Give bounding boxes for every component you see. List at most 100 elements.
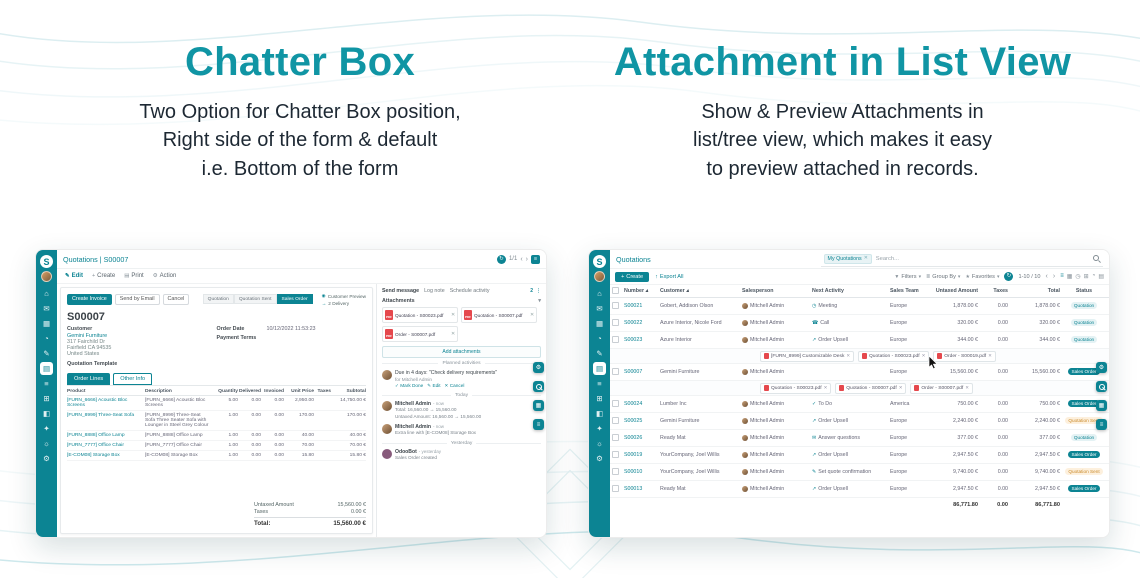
order-line-row[interactable]: [FURN_7777] Office Chair [FURN_7777] Off… xyxy=(67,441,366,451)
sidebar-menu-icon[interactable]: ⊞ xyxy=(596,394,603,403)
tab-order-lines[interactable]: Order Lines xyxy=(67,372,111,385)
log-note-button[interactable]: Log note xyxy=(424,288,445,294)
sidebar-menu-icon[interactable]: ◔ xyxy=(44,334,49,343)
quotation-number[interactable]: S00021 xyxy=(624,303,643,309)
pager-next-icon[interactable]: › xyxy=(1052,273,1056,280)
create-invoice-button[interactable]: Create Invoice xyxy=(67,293,112,305)
attachment-item[interactable]: Quotation - S00007.pdf ✕ xyxy=(461,307,537,323)
sidebar-menu-icon[interactable]: ✎ xyxy=(43,349,50,358)
col-invoiced[interactable]: Invoiced xyxy=(264,388,284,394)
product-cell[interactable]: [FURN_6666] Acoustic Bloc Screens xyxy=(67,398,128,408)
sidebar-menu-icon[interactable]: ◧ xyxy=(42,409,51,418)
select-all-checkbox[interactable] xyxy=(610,287,622,296)
row-checkbox[interactable] xyxy=(610,302,622,311)
activity-cell[interactable]: Set quote confirmation xyxy=(818,469,872,475)
order-line-row[interactable]: [E-COM08] Storage Box [E-COM08] Storage … xyxy=(67,451,366,461)
quotation-row[interactable]: S00023 Azure Interior Mitchell Admin ↗Or… xyxy=(610,332,1109,349)
quotation-row[interactable]: S00022 Azure Interior, Nicole Ford Mitch… xyxy=(610,315,1109,332)
col-next-activity[interactable]: Next Activity xyxy=(812,288,844,294)
col-quantity[interactable]: Quantity xyxy=(218,388,238,394)
remove-attachment-icon[interactable] xyxy=(846,353,850,359)
export-all-button[interactable]: ↑Export All xyxy=(655,274,683,280)
quotation-number[interactable]: S00010 xyxy=(624,469,643,475)
quotation-row[interactable]: S00013 Ready Mat Mitchell Admin ↗Order U… xyxy=(610,481,1109,498)
activity-edit-button[interactable]: ✎ Edit xyxy=(427,383,440,389)
quotation-number[interactable]: S00023 xyxy=(624,337,643,343)
row-checkbox[interactable] xyxy=(610,417,622,426)
attachment-chip[interactable]: Order - S00019.pdf xyxy=(933,350,996,362)
search-button[interactable] xyxy=(533,381,544,392)
sidebar-menu-icon[interactable]: ◧ xyxy=(595,409,604,418)
quotation-row[interactable]: S00024 Lumber Inc Mitchell Admin ✓To Do … xyxy=(610,396,1109,413)
panel-toggle-button[interactable]: ≡ xyxy=(531,254,540,264)
schedule-activity-button[interactable]: Schedule activity xyxy=(449,288,490,294)
sidebar-menu-icon[interactable]: ☼ xyxy=(596,439,603,448)
send-message-button[interactable]: Send message xyxy=(382,288,420,294)
quotation-row[interactable]: S00019 YourCompany, Joel Willis Mitchell… xyxy=(610,447,1109,464)
view-switcher-icon[interactable]: ≡ xyxy=(1060,273,1064,279)
quotation-number[interactable]: S00019 xyxy=(624,452,643,458)
group-by-button[interactable]: ≣Group By▾ xyxy=(926,274,960,280)
quotation-number[interactable]: S00025 xyxy=(624,418,643,424)
activity-icon[interactable]: ✎ xyxy=(812,469,817,475)
row-checkbox[interactable] xyxy=(610,485,622,494)
col-taxes[interactable]: Taxes xyxy=(317,388,331,394)
activity-icon[interactable]: ✉ xyxy=(812,435,817,441)
sidebar-menu-icon[interactable]: ⌂ xyxy=(597,289,602,298)
print-button[interactable]: ▤Print xyxy=(124,273,144,279)
search-facet[interactable]: My Quotations✕ xyxy=(823,253,872,264)
col-subtotal[interactable]: Subtotal xyxy=(346,388,366,394)
attachment-chip[interactable]: Quotation - S00007.pdf xyxy=(835,382,907,394)
remove-attachment-icon[interactable] xyxy=(988,353,992,359)
menu-button[interactable]: ≡ xyxy=(533,419,544,430)
col-taxes[interactable]: Taxes xyxy=(993,288,1008,294)
activity-icon[interactable]: ↗ xyxy=(812,486,817,492)
pager-prev-icon[interactable]: ‹ xyxy=(1045,273,1048,280)
settings-button[interactable]: ⚙ xyxy=(1096,362,1107,373)
attachment-chip[interactable]: [FURN_8999] Customizable Desk xyxy=(760,350,854,362)
col-delivered[interactable]: Delivered xyxy=(238,388,261,394)
row-checkbox[interactable] xyxy=(610,451,622,460)
col-number[interactable]: Number ▴ xyxy=(624,288,649,294)
row-checkbox[interactable] xyxy=(610,468,622,477)
attachment-chip[interactable]: Order - S00007.pdf xyxy=(910,382,973,394)
sidebar-menu-icon[interactable]: ⚙ xyxy=(43,454,50,463)
sidebar-menu-icon[interactable]: ▦ xyxy=(595,319,604,328)
pager-prev-icon[interactable]: ‹ xyxy=(520,255,523,263)
menu-button[interactable]: ≡ xyxy=(1096,419,1107,430)
filters-button[interactable]: ▼Filters▾ xyxy=(894,274,921,280)
search-button[interactable] xyxy=(1096,381,1107,392)
customer-preview-button[interactable]: ◉Customer Preview xyxy=(322,293,366,299)
activity-icon[interactable]: ↗ xyxy=(812,337,817,343)
sidebar-menu-icon[interactable]: ✉ xyxy=(596,304,603,313)
col-description[interactable]: Description xyxy=(145,388,172,394)
activity-cell[interactable]: Call xyxy=(820,320,830,326)
search-input[interactable]: Search... xyxy=(875,255,899,262)
sidebar-menu-icon[interactable]: ✦ xyxy=(43,424,50,433)
activity-icon[interactable]: ✓ xyxy=(812,401,817,407)
view-switcher-icon[interactable]: ◔ xyxy=(1091,273,1096,279)
facet-close-icon[interactable]: ✕ xyxy=(863,256,868,261)
remove-attachment-icon[interactable] xyxy=(965,385,969,391)
product-cell[interactable]: [FURN_8888] Office Lamp xyxy=(67,433,125,438)
col-customer[interactable]: Customer ▴ xyxy=(660,288,689,294)
view-switcher-icon[interactable]: ◷ xyxy=(1075,274,1081,280)
sidebar-menu-icon[interactable]: ≡ xyxy=(44,379,49,388)
quotation-row[interactable]: S00025 Gemini Furniture Mitchell Admin ↗… xyxy=(610,413,1109,430)
row-checkbox[interactable] xyxy=(610,319,622,328)
action-button[interactable]: ⚙Action xyxy=(153,273,177,279)
quotation-row[interactable]: S00021 Gobert, Addison Olson Mitchell Ad… xyxy=(610,298,1109,315)
attachment-item[interactable]: Order - S00007.pdf ✕ xyxy=(382,326,458,342)
sidebar-menu-icon[interactable]: ✎ xyxy=(596,349,603,358)
remove-attachment-icon[interactable]: ✕ xyxy=(450,331,455,337)
sidebar-menu-icon[interactable]: ⊞ xyxy=(43,394,50,403)
app-logo[interactable]: S xyxy=(40,255,53,268)
sidebar-menu-icon[interactable]: ◔ xyxy=(597,334,602,343)
search-bar[interactable]: My Quotations✕ Search... xyxy=(820,252,1103,267)
sidebar-menu-icon[interactable]: ▦ xyxy=(42,319,51,328)
message-author[interactable]: Mitchell Admin xyxy=(395,424,432,431)
app-logo[interactable]: S xyxy=(593,255,606,268)
sidebar-menu-icon[interactable]: ≡ xyxy=(597,379,602,388)
product-cell[interactable]: [FURN_8999] Three-Seat Sofa xyxy=(67,413,135,418)
mark-done-button[interactable]: ✓ Mark Done xyxy=(395,383,423,389)
